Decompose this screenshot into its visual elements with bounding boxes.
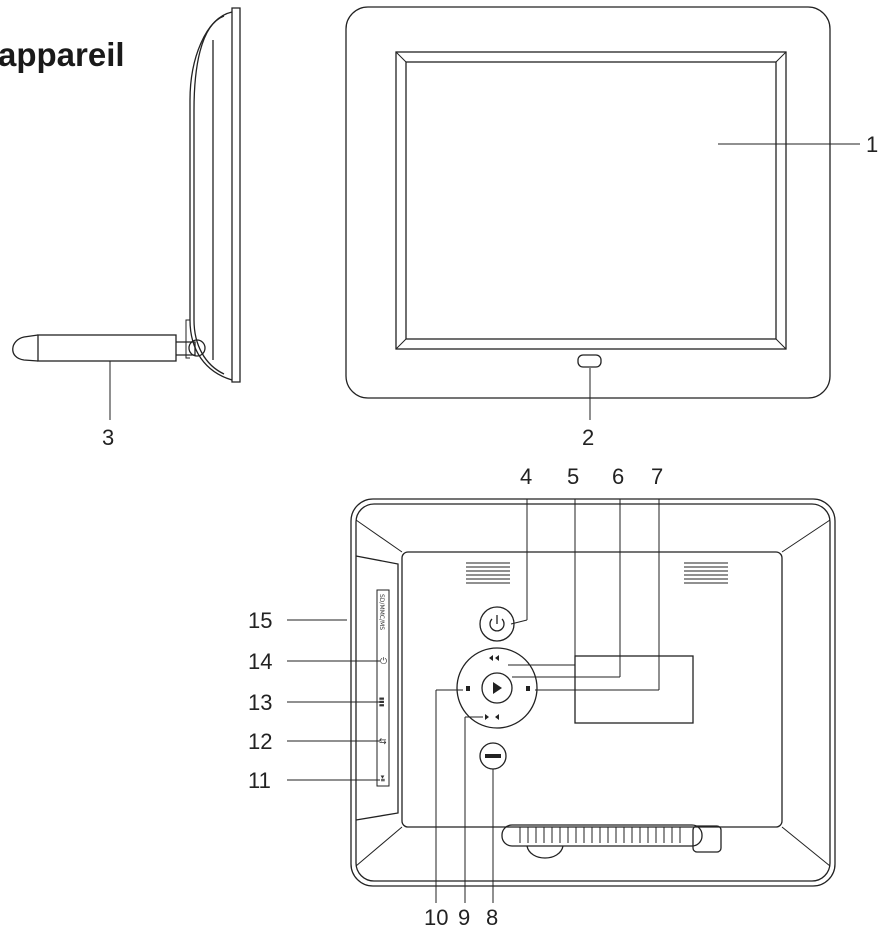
rotate-icon: ⇆ [379,737,387,747]
callout-14: 14 [248,649,272,674]
callout-8: 8 [486,905,498,930]
callout-2: 2 [582,425,594,450]
stand-slot [501,824,722,859]
sd-slot-label: SD/MMC/MS [378,594,385,630]
speaker-right [684,562,728,584]
callout-9: 9 [458,905,470,930]
callout-3: 3 [102,425,114,450]
callout-4: 4 [520,464,532,489]
callout-13: 13 [248,690,272,715]
back-view [350,498,836,887]
menu-button [479,742,507,770]
callout-5: 5 [567,464,579,489]
speaker-left [466,562,510,584]
play-icon: ⏯ [377,775,387,782]
menu-icon: ▮▮▮ [378,697,385,707]
callout-15: 15 [248,608,272,633]
callout-10: 10 [424,905,448,930]
callout-1: 1 [866,132,878,157]
callout-11: 11 [248,768,271,793]
front-view [345,6,831,399]
callout-7: 7 [651,464,663,489]
callout-6: 6 [612,464,624,489]
sensor-window [577,354,602,368]
nav-pad [456,647,538,729]
power-icon: ⏻ [380,656,387,667]
stand-leg [12,334,206,362]
leader-lines [109,143,860,903]
power-button [479,606,515,642]
callout-12: 12 [248,729,272,754]
page-title: appareil [0,36,125,73]
side-view [12,7,241,383]
